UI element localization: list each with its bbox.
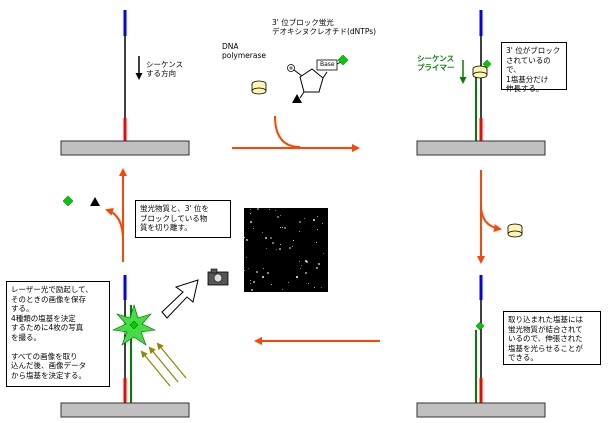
fluorescence-spot [288, 282, 289, 283]
fluorescence-spot [282, 289, 283, 290]
fluorescence-spot [280, 244, 281, 245]
fluorescence-spot [289, 247, 291, 249]
fluorescence-spot [296, 276, 298, 278]
base-label: Base [320, 61, 335, 68]
fluorescence-spot [322, 223, 323, 224]
fluorescence-spot [313, 219, 315, 221]
fluorescence-spot [284, 227, 286, 229]
cycle-arrows [105, 115, 502, 345]
fluorescence-spot [244, 270, 245, 271]
fluorescence-spot [250, 283, 251, 284]
fluorescence-spot [267, 272, 269, 274]
fluorescence-spot [300, 268, 301, 269]
camera-icon [207, 268, 229, 286]
arrow-wash [480, 204, 502, 233]
fluorescence-spot [265, 237, 267, 239]
fluorescence-spot [318, 263, 320, 265]
arrow-release [105, 207, 124, 241]
excited-fluorophore-icon [111, 303, 157, 346]
arrow-dntp-join [274, 115, 301, 148]
cleave-note: 蛍光物質と、3' 位を ブロックしている物 質を切り離す。 [135, 200, 231, 238]
removed-polymerase-icon [507, 223, 523, 238]
fluorescence-spot [317, 216, 318, 217]
nucleotide-icon [287, 54, 349, 103]
sequencing-primer-label: シーケンス プライマー [417, 54, 455, 72]
fluorescence-spot [246, 239, 248, 241]
laser-rays [140, 342, 187, 387]
fluorescence-spot [270, 237, 272, 239]
fluorescence-spot [262, 276, 264, 278]
fluorescence-spot [277, 216, 279, 218]
dna-polymerase-label: DNA polymerase [222, 42, 266, 60]
fluorescence-spot [299, 231, 300, 232]
fluorescence-spot [299, 261, 300, 262]
panel-1-template [60, 10, 190, 156]
fluorescence-spot [246, 257, 247, 258]
fluorescence-spot [263, 268, 264, 269]
incorporated-note: 取り込まれた塩基には 蛍光物質が結合されて いるので、伸張された 塩基を光らせる… [503, 311, 601, 365]
fluorescence-spot [293, 240, 294, 241]
sequencing-direction-label: シーケンス する方向 [146, 60, 184, 78]
fluorescence-spot [316, 267, 318, 269]
fluorescence-spot [299, 221, 301, 223]
fluorescence-spot [323, 253, 324, 254]
fluorescence-spot [305, 260, 307, 262]
released-fluorophore-icon [62, 195, 74, 207]
fluorescence-spot [248, 268, 249, 269]
fluorescence-spot [256, 271, 258, 273]
fluorescence-spot [282, 227, 283, 228]
fluorescence-spot [321, 287, 322, 288]
fluorescence-spot [304, 218, 305, 219]
fluorescence-spot [250, 221, 252, 223]
incorporated-fluorophore-icon [475, 321, 485, 331]
fluorescence-spot [250, 209, 251, 210]
fluorescence-spot [292, 246, 293, 247]
fluorescence-image [244, 208, 328, 292]
fluorescence-spot [262, 232, 263, 233]
fluorescence-spot [275, 210, 276, 211]
panel-3-template [416, 275, 546, 418]
fluorescence-spot [271, 284, 272, 285]
fluorescence-spot [272, 242, 274, 244]
fluorescence-spot [257, 208, 259, 210]
fluorescence-spot [317, 229, 318, 230]
fluorescence-spot [280, 227, 281, 228]
fluorescence-spot [250, 280, 251, 281]
dntp-title-label: 3' 位ブロック蛍光 デオキシヌクレオチド(dNTPs) [272, 18, 377, 36]
fluorescence-spot [251, 289, 253, 291]
fluorescence-spot [316, 242, 317, 243]
fluorescence-spot [308, 283, 309, 284]
laser-note: レーザー光で励起して、 そのときの画像を保存 する。 4種類の塩基を決定 するた… [6, 281, 110, 387]
fluorescence-spot [266, 248, 267, 249]
panel-2-template [416, 10, 546, 156]
fluorescence-spot [306, 261, 308, 263]
fluorescence-spot [269, 209, 270, 210]
fluorescence-spot [253, 228, 254, 229]
fluorescence-spot [244, 237, 245, 238]
polymerase-on-strand-icon [472, 59, 492, 79]
fluorescence-spot [253, 281, 255, 283]
fluorescence-spot [279, 248, 281, 250]
released-blocker-icon [90, 197, 100, 206]
fluorescence-spot [314, 287, 315, 288]
extension-note: 3' 位がブロック されているので、 1塩基分だけ 伸長する。 [501, 42, 567, 93]
fluorescence-spot [250, 213, 251, 214]
fluorescence-spot [276, 249, 277, 250]
emission-arrow [161, 279, 199, 319]
fluorescence-spot [280, 215, 281, 216]
polymerase-icon [251, 80, 267, 95]
fluorescence-spot [301, 265, 302, 266]
fluorescence-spot [305, 272, 307, 274]
